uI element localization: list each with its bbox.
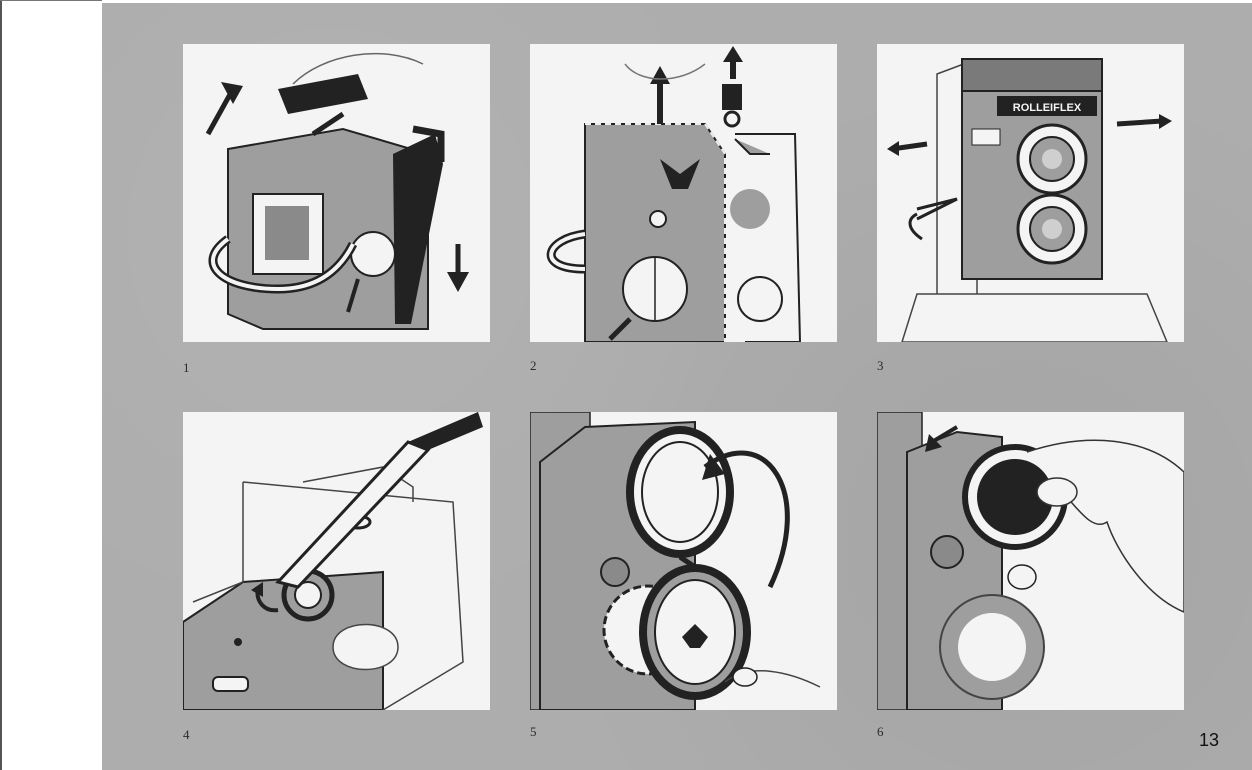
- illustration-panel-4: [183, 412, 490, 710]
- illustration-panel-3: ROLLEIFLEX: [877, 44, 1184, 342]
- step-number-5: 5: [530, 724, 537, 740]
- lens-ring-removal-illustration: [183, 412, 490, 710]
- step-number-1: 1: [183, 360, 190, 376]
- camera-in-case-illustration: ROLLEIFLEX: [877, 44, 1184, 342]
- step-number-2: 2: [530, 358, 537, 374]
- lens-cap-open-illustration: [530, 412, 837, 710]
- step-number-3: 3: [877, 358, 884, 374]
- step-number-4: 4: [183, 727, 190, 743]
- illustration-panel-2: [530, 44, 837, 342]
- illustration-panel-6: [877, 412, 1184, 710]
- case-removal-illustration: [183, 44, 490, 342]
- scanned-manual-page: 1 2: [102, 3, 1252, 770]
- step-number-6: 6: [877, 724, 884, 740]
- lens-cap-attach-illustration: [877, 412, 1184, 710]
- illustration-panel-1: [183, 44, 490, 342]
- left-margin-rule: [0, 0, 2, 770]
- page-number: 13: [1199, 730, 1219, 751]
- strap-detach-illustration: [530, 44, 837, 342]
- illustration-panel-5: [530, 412, 837, 710]
- camera-nameplate-text: ROLLEIFLEX: [1013, 102, 1082, 114]
- top-margin-rule: [0, 0, 102, 1]
